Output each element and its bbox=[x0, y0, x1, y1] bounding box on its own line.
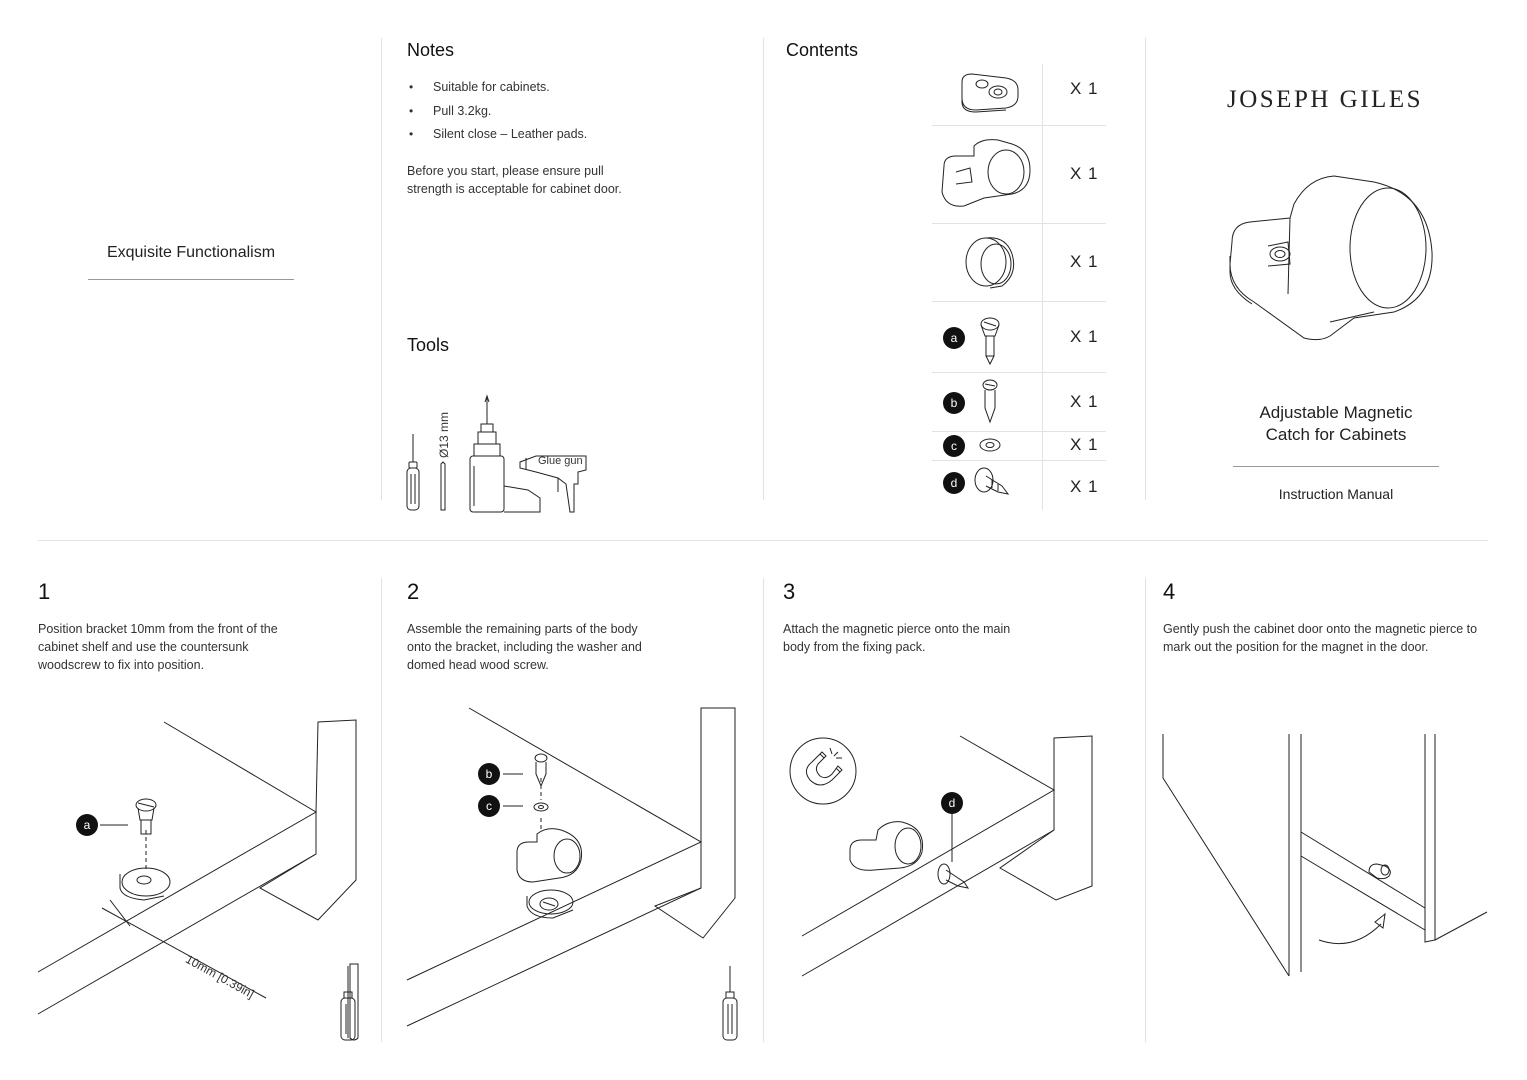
divider-top-1 bbox=[381, 38, 382, 500]
notes-paragraph: Before you start, please ensure pull str… bbox=[407, 164, 622, 196]
product-title-underline bbox=[1233, 466, 1439, 467]
drill-bit-icon bbox=[440, 461, 446, 511]
step-2-illustration bbox=[406, 707, 736, 1027]
manual-label: Instruction Manual bbox=[1278, 486, 1394, 502]
drill-icon bbox=[469, 394, 541, 513]
step-3-number: 3 bbox=[783, 579, 796, 604]
product-illustration bbox=[1229, 175, 1433, 341]
domed-screw-icon bbox=[982, 379, 998, 424]
product-title-line2: Catch for Cabinets bbox=[1265, 425, 1407, 444]
drill-bit-label: Ø13 mm bbox=[437, 411, 451, 458]
divider-top-3 bbox=[1145, 38, 1146, 500]
washer-icon bbox=[979, 438, 1001, 452]
divider-bottom-1 bbox=[381, 578, 382, 1042]
contents-qty: X 1 bbox=[1070, 477, 1099, 496]
step-3-text: Attach the magnetic pierce onto the main… bbox=[783, 622, 1011, 654]
notes-item: Pull 3.2kg. bbox=[407, 100, 727, 124]
contents-qty: X 1 bbox=[1070, 392, 1099, 411]
divider-top-2 bbox=[763, 38, 764, 500]
contents-row-divider bbox=[932, 372, 1106, 373]
step-2-badge-b: b bbox=[478, 763, 500, 785]
glue-gun-label: Glue gun bbox=[538, 455, 583, 467]
screwdriver-icon bbox=[406, 434, 420, 511]
contents-row-divider bbox=[932, 301, 1106, 302]
divider-middle bbox=[38, 540, 1488, 541]
contents-row-divider bbox=[932, 431, 1106, 432]
part-badge-a: a bbox=[943, 327, 965, 349]
tagline-underline bbox=[88, 279, 294, 280]
contents-row-divider bbox=[932, 460, 1106, 461]
glue-gun-icon bbox=[519, 455, 587, 513]
step-2-text: Assemble the remaining parts of the body… bbox=[407, 622, 642, 672]
bracket-plate-icon bbox=[961, 73, 1019, 113]
countersunk-screw-icon bbox=[980, 317, 1000, 366]
notes-title: Notes bbox=[407, 40, 455, 60]
screwdriver-icon bbox=[340, 966, 356, 1041]
part-badge-c: c bbox=[943, 435, 965, 457]
magnetic-pierce-icon bbox=[974, 467, 1010, 495]
magnet-icon bbox=[789, 737, 857, 805]
step-4-number: 4 bbox=[1163, 579, 1176, 604]
step-4-text: Gently push the cabinet door onto the ma… bbox=[1163, 622, 1478, 654]
part-badge-b: b bbox=[943, 392, 965, 414]
magnet-cap-icon bbox=[965, 237, 1015, 289]
tools-title: Tools bbox=[407, 335, 450, 355]
contents-qty: X 1 bbox=[1070, 252, 1099, 271]
contents-qty: X 1 bbox=[1070, 79, 1099, 98]
step-1-badge-a: a bbox=[76, 814, 98, 836]
contents-row-divider bbox=[932, 125, 1106, 126]
contents-title: Contents bbox=[786, 40, 859, 60]
contents-qty: X 1 bbox=[1070, 435, 1099, 454]
step-1-illustration bbox=[37, 719, 359, 1041]
contents-column-divider bbox=[1042, 64, 1043, 510]
step-3-badge-d: d bbox=[941, 792, 963, 814]
step-1-number: 1 bbox=[38, 579, 51, 604]
part-badge-d: d bbox=[943, 472, 965, 494]
step-3-illustration bbox=[801, 735, 1093, 977]
divider-bottom-2 bbox=[763, 578, 764, 1042]
notes-item: Suitable for cabinets. bbox=[407, 76, 727, 100]
notes-list: Suitable for cabinets. Pull 3.2kg. Silen… bbox=[407, 76, 727, 147]
step-2-badge-c: c bbox=[478, 795, 500, 817]
screwdriver-icon bbox=[722, 966, 738, 1041]
contents-qty: X 1 bbox=[1070, 164, 1099, 183]
product-title-line1: Adjustable Magnetic bbox=[1259, 403, 1413, 422]
step-2-number: 2 bbox=[407, 579, 420, 604]
brand-logo: JOSEPH GILES bbox=[1227, 86, 1423, 113]
tagline: Exquisite Functionalism bbox=[106, 244, 276, 261]
contents-qty: X 1 bbox=[1070, 327, 1099, 346]
notes-item: Silent close – Leather pads. bbox=[407, 123, 727, 147]
step-1-text: Position bracket 10mm from the front of … bbox=[38, 622, 278, 672]
step-4-illustration bbox=[1162, 734, 1488, 977]
divider-bottom-3 bbox=[1145, 578, 1146, 1042]
catch-body-icon bbox=[941, 139, 1031, 207]
contents-row-divider bbox=[932, 223, 1106, 224]
